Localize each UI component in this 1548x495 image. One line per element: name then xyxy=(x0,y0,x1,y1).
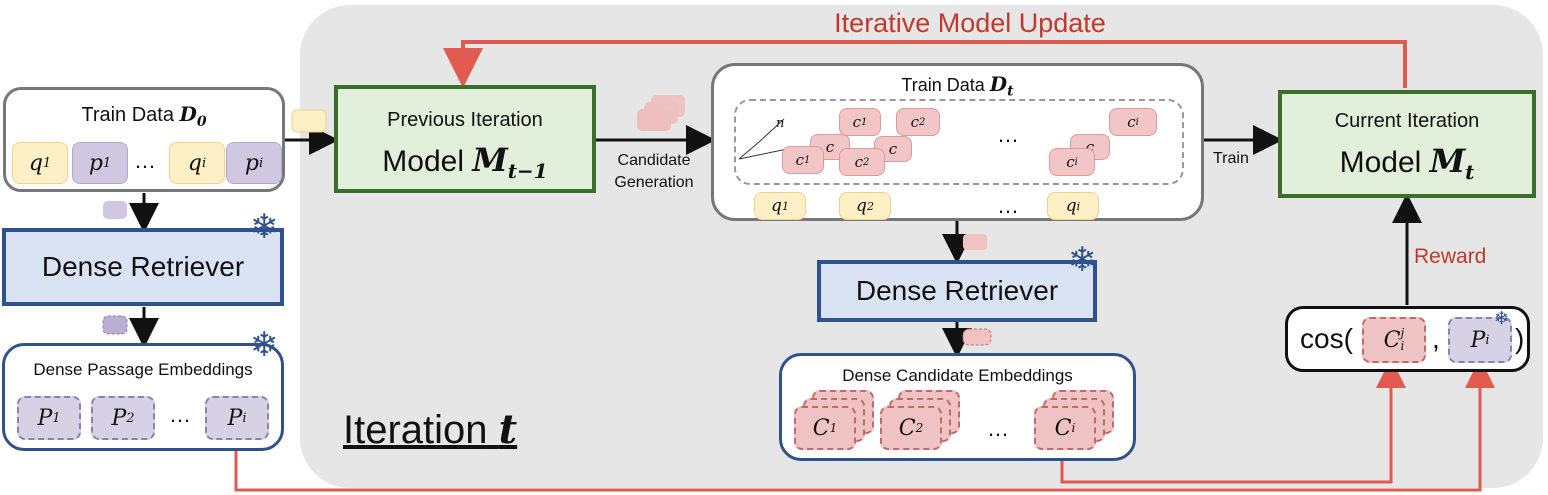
iteration-t-label: Iteration t xyxy=(343,406,518,453)
transfer-chip-C xyxy=(962,328,992,346)
snowflake-icon: ❄ xyxy=(250,326,279,364)
previous-model-box: Previous Iteration Model Mt−1 xyxy=(334,85,596,193)
snowflake-icon: ❄ xyxy=(250,208,279,246)
ellipsis: … xyxy=(997,193,1019,218)
candidate-generation-label: Candidate Generation xyxy=(614,152,694,191)
current-model-box: Current Iteration Model Mt xyxy=(1278,90,1536,198)
cos-prefix: cos( xyxy=(1300,323,1353,354)
dense-retriever-middle: Dense Retriever xyxy=(817,260,1097,322)
previous-model-line2: Model Mt−1 xyxy=(382,141,548,183)
brace-lines xyxy=(739,118,788,160)
train-label: Train xyxy=(1213,150,1249,167)
candidate-region xyxy=(734,99,1184,185)
train-data-d0-math: D xyxy=(179,102,197,126)
dense-retriever-left-label: Dense Retriever xyxy=(41,251,245,282)
ellipsis: … xyxy=(169,402,191,427)
transfer-chip-c3 xyxy=(637,109,671,131)
transfer-chip-p xyxy=(103,201,127,219)
dense-passage-title: Dense Passage Embeddings xyxy=(33,360,253,379)
dense-retriever-left: Dense Retriever xyxy=(2,228,284,306)
ellipsis: … xyxy=(987,416,1009,441)
previous-model-line1: Previous Iteration xyxy=(387,109,543,131)
current-model-line1: Current Iteration xyxy=(1334,110,1480,132)
current-model-line2: Model Mt xyxy=(1339,142,1475,184)
transfer-chip-c xyxy=(963,234,987,250)
red-path-candidate-to-cos xyxy=(1060,358,1406,484)
train-data-d0-label: Train Data xyxy=(81,104,174,126)
cos-comma: , xyxy=(1432,323,1440,354)
ellipsis: … xyxy=(134,148,156,173)
reward-label: Reward xyxy=(1414,245,1487,268)
iterative-update-label: Iterative Model Update xyxy=(834,8,1106,38)
red-path-passage-to-cos xyxy=(234,358,1495,492)
cos-suffix: ) xyxy=(1515,323,1525,354)
train-data-d0-title: Train Data D0 xyxy=(6,102,282,130)
train-data-d0-sub: 0 xyxy=(196,114,207,130)
train-data-dt-title: Train Data Dt xyxy=(901,72,1014,100)
n-label: n xyxy=(776,116,785,131)
transfer-chip-q xyxy=(291,109,327,133)
snowflake-icon: ❄ xyxy=(1494,308,1510,328)
dense-candidate-title: Dense Candidate Embeddings xyxy=(842,366,1073,385)
snowflake-icon: ❄ xyxy=(1068,241,1097,279)
transfer-chip-P xyxy=(102,315,128,335)
ellipsis: … xyxy=(997,122,1019,147)
iterative-update-arrow xyxy=(443,40,1407,88)
dense-retriever-middle-label: Dense Retriever xyxy=(855,275,1059,306)
